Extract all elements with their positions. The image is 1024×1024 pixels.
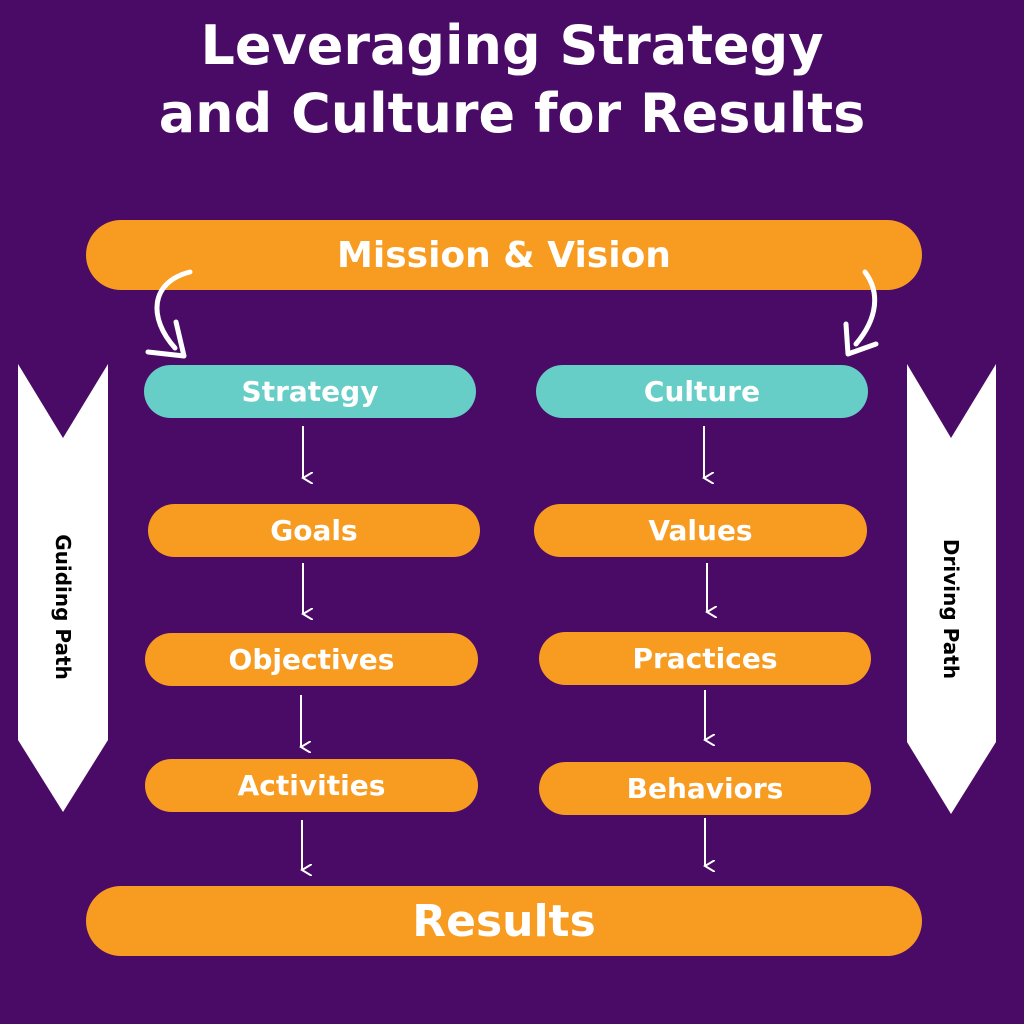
title-line-2: and Culture for Results xyxy=(158,82,866,145)
guiding-path-arrow xyxy=(18,364,108,812)
curved-arrow-left-icon xyxy=(154,269,193,351)
title-line-1: Leveraging Strategy xyxy=(200,14,824,77)
activities-box: Activities xyxy=(145,759,478,812)
results-box: Results xyxy=(86,886,922,956)
curved-arrowhead-right-icon xyxy=(843,321,879,357)
driving-path-label: Driving Path xyxy=(939,538,963,680)
culture-box: Culture xyxy=(536,365,868,418)
curved-arrowhead-left-icon xyxy=(145,319,187,359)
driving-path-arrow xyxy=(907,364,996,814)
practices-box: Practices xyxy=(539,632,871,685)
diagram-title: Leveraging Strategy and Culture for Resu… xyxy=(0,12,1024,148)
strategy-box: Strategy xyxy=(144,365,476,418)
objectives-box: Objectives xyxy=(145,633,478,686)
goals-box: Goals xyxy=(148,504,480,557)
values-box: Values xyxy=(534,504,867,557)
guiding-path-label: Guiding Path xyxy=(51,534,75,680)
curved-arrow-right-icon xyxy=(853,269,878,347)
mission-vision-box: Mission & Vision xyxy=(86,220,922,290)
behaviors-box: Behaviors xyxy=(539,762,871,815)
